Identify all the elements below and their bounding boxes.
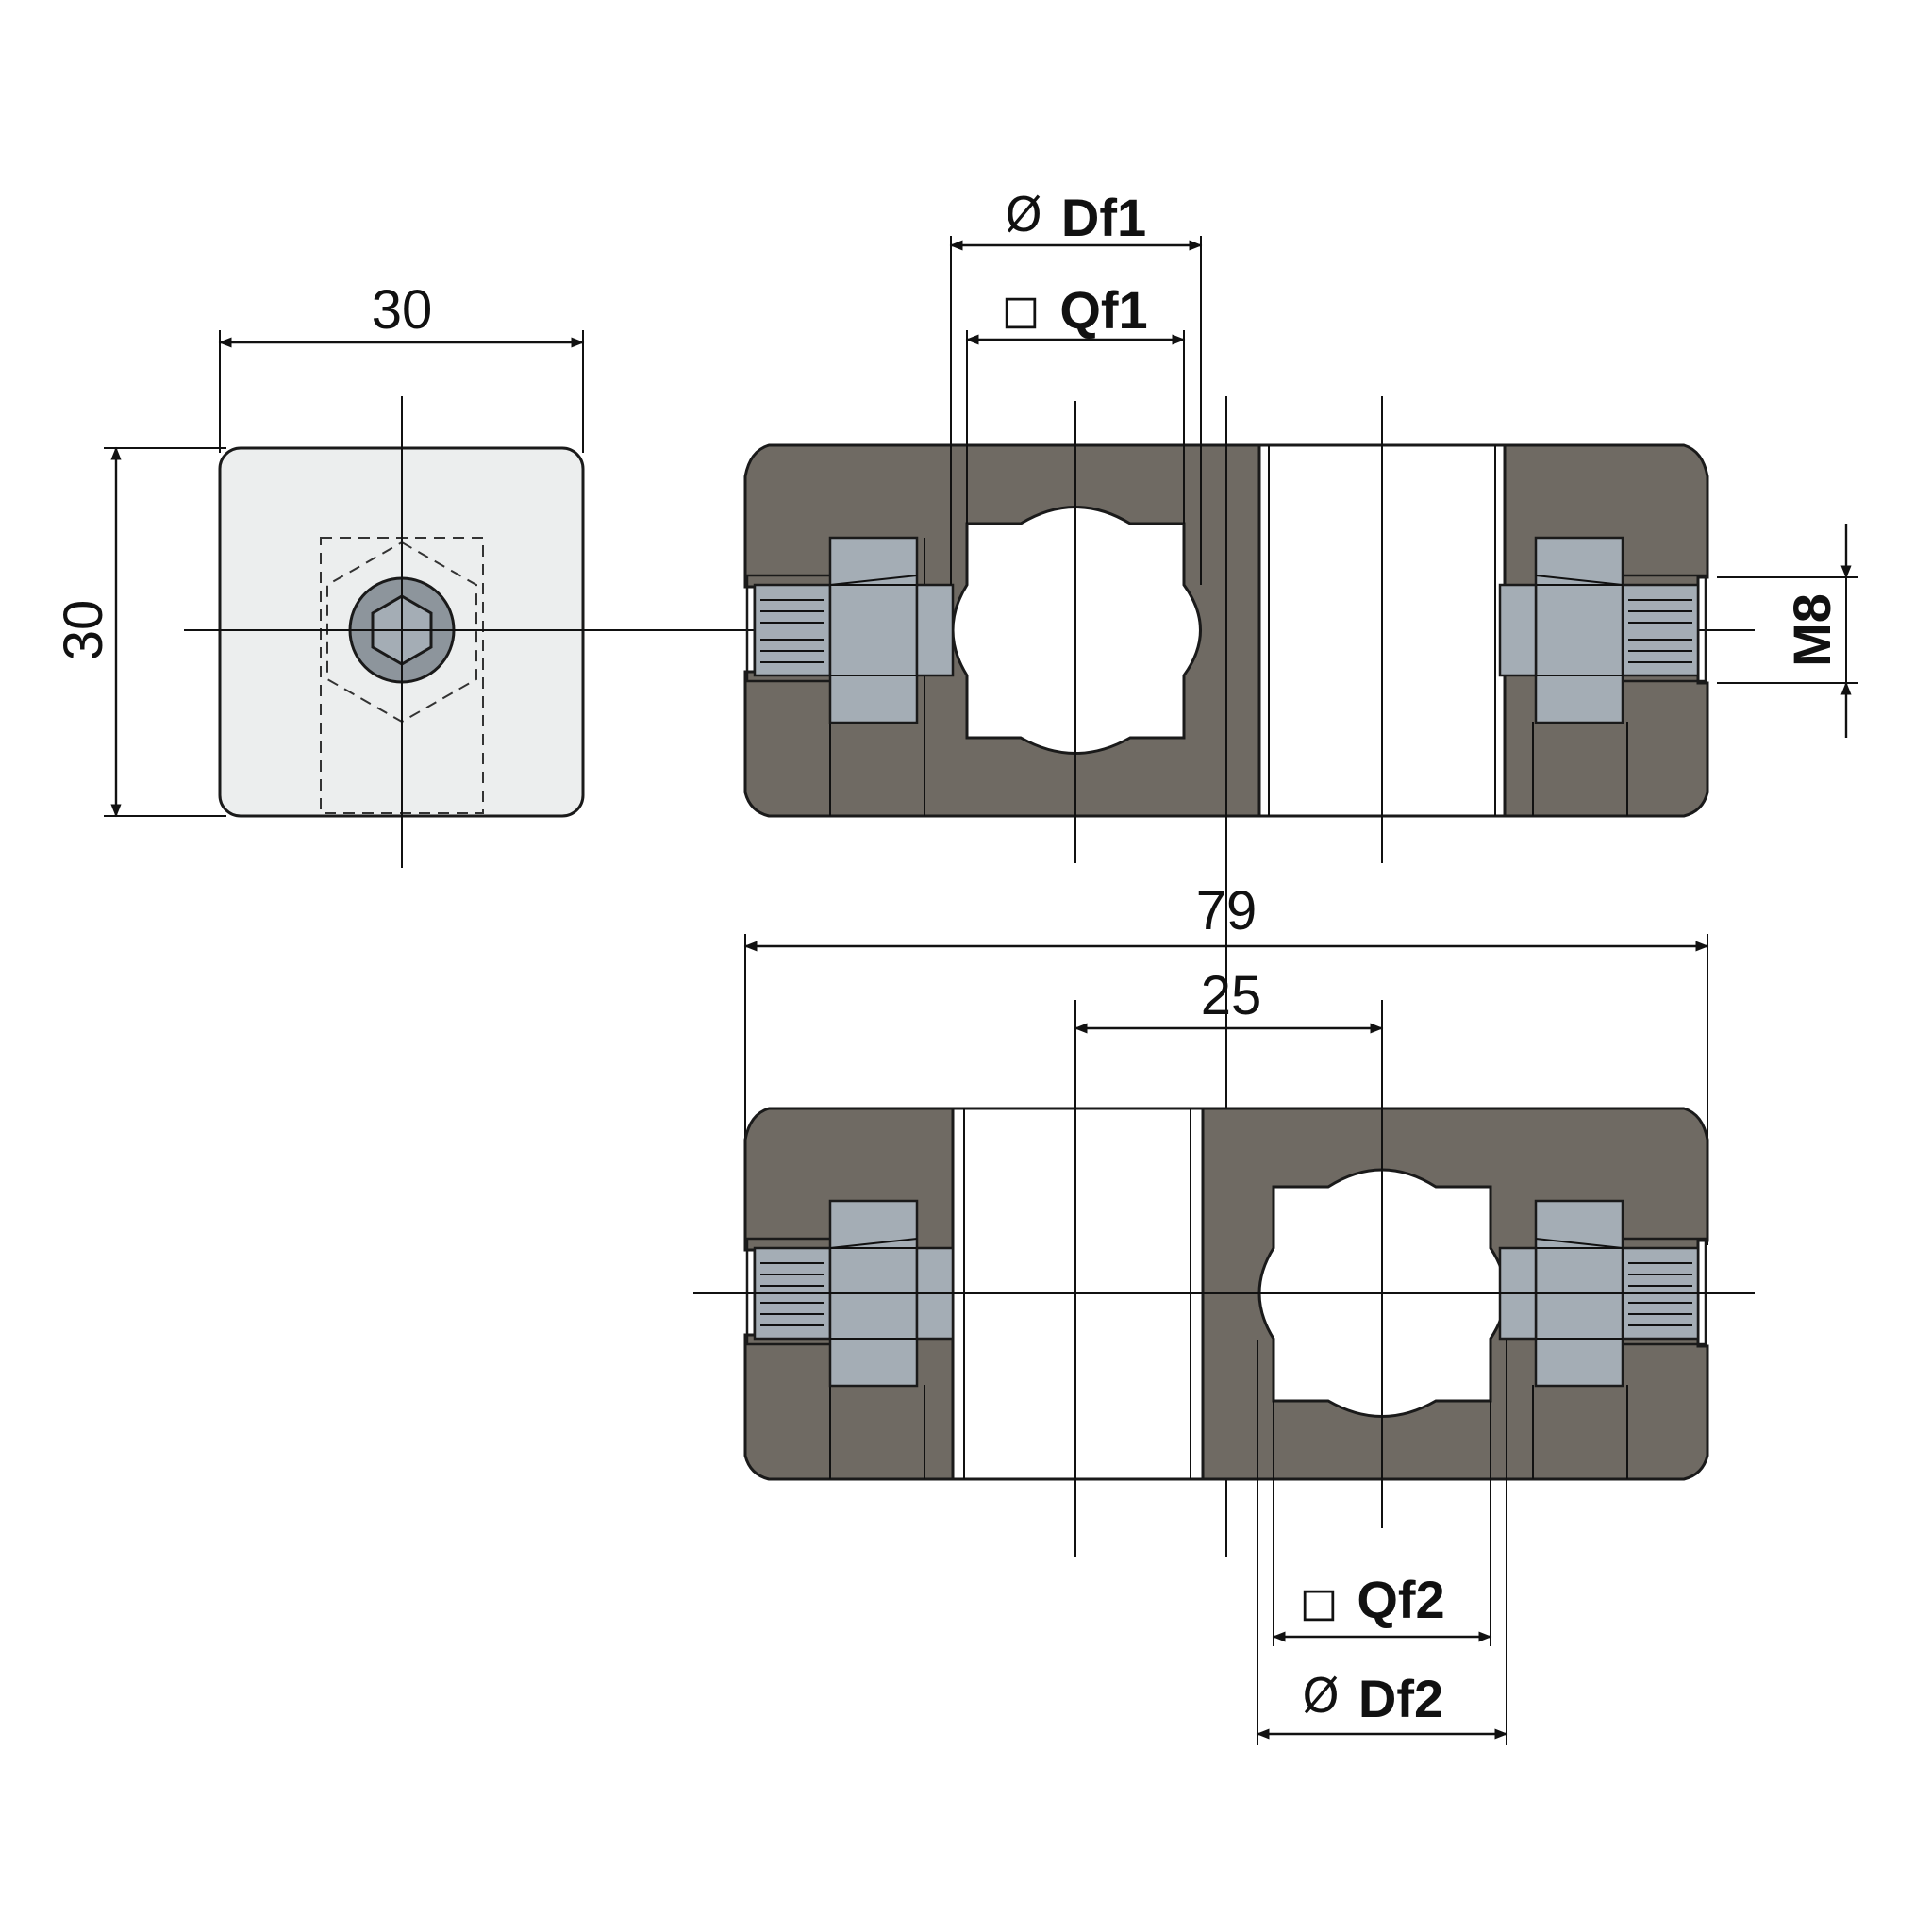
diameter-symbol-df2: Ø <box>1302 1669 1339 1724</box>
dim-width-30: 30 <box>218 279 585 453</box>
dim-overall-79: 79 <box>743 880 1709 1245</box>
label-height: 30 <box>53 600 114 661</box>
dim-center-25: 25 <box>1074 965 1384 1034</box>
dim-df1: Ø Df1 <box>949 188 1203 585</box>
square-symbol-qf1: ◻ <box>1001 282 1041 337</box>
label-overall: 79 <box>1196 880 1257 941</box>
top-clamp-view <box>743 396 1709 1557</box>
label-m8: M8 <box>1782 593 1841 667</box>
label-qf1: Qf1 <box>1059 280 1147 340</box>
bottom-clamp-view <box>693 1000 1755 1557</box>
end-view <box>184 396 1755 868</box>
label-df1: Df1 <box>1061 188 1146 247</box>
dim-qf1: ◻ Qf1 <box>965 280 1186 524</box>
dim-df2: Ø Df2 <box>1256 1340 1508 1745</box>
square-symbol-qf2: ◻ <box>1299 1574 1339 1629</box>
diameter-symbol-df1: Ø <box>1005 188 1041 242</box>
label-qf2: Qf2 <box>1357 1570 1444 1629</box>
dim-height-30: 30 <box>53 446 226 818</box>
dim-qf2: ◻ Qf2 <box>1272 1401 1492 1646</box>
label-center: 25 <box>1201 965 1262 1026</box>
dim-m8: M8 <box>1717 524 1858 738</box>
label-width: 30 <box>372 279 433 341</box>
label-df2: Df2 <box>1358 1669 1443 1728</box>
